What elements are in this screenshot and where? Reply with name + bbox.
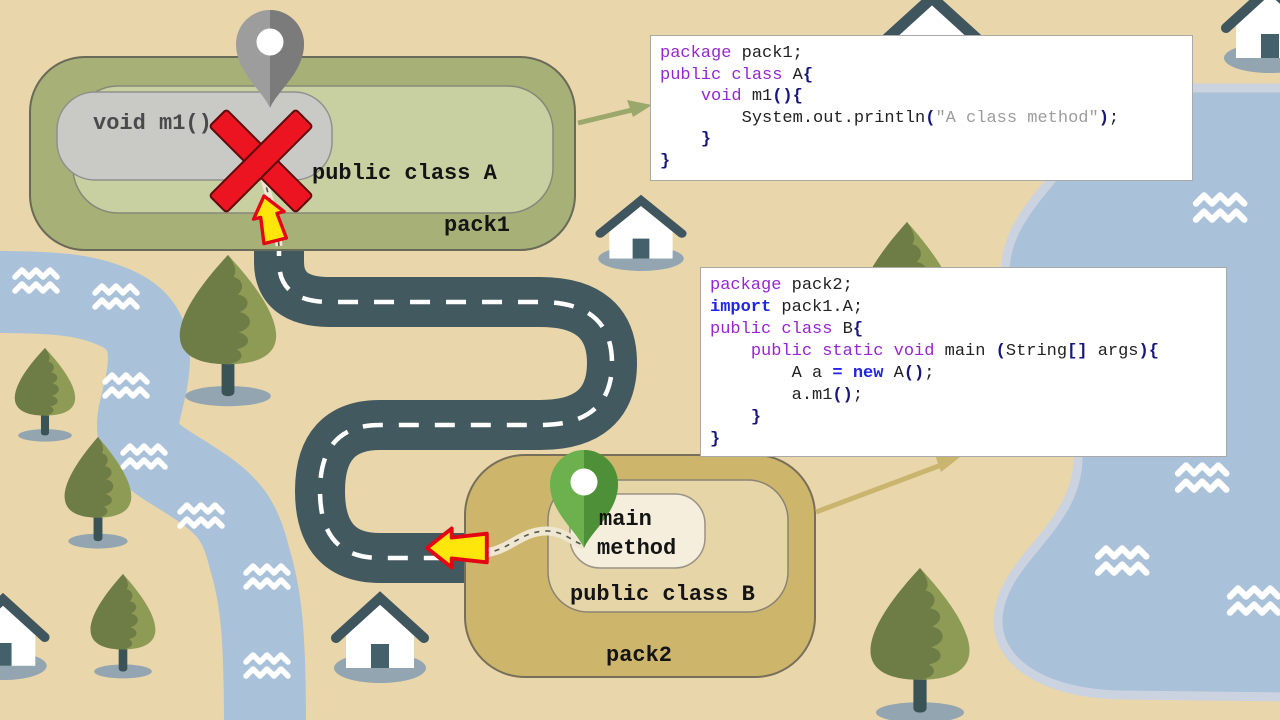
pack2-method-label-line1: main	[599, 507, 652, 532]
code-line: a.m1();	[710, 386, 864, 405]
pack1-source-code-box: package pack1; public class A{ void m1(){…	[650, 35, 1193, 181]
code-line: }	[700, 130, 712, 149]
pack2-source-code-box: package pack2; import pack1.A; public clas…	[700, 267, 1227, 457]
code-line: }	[710, 430, 721, 449]
code-line: A a = new A();	[710, 364, 935, 383]
code-line: }	[660, 151, 671, 171]
yellow-left-arrow-icon	[425, 526, 489, 570]
code-line: void m1(){	[700, 87, 803, 106]
code-line: System.out.println("A class method");	[660, 108, 1120, 128]
code-line: }	[750, 408, 762, 427]
pack2-trail	[460, 526, 586, 558]
code-line: public class B{	[710, 320, 864, 339]
road-center-line	[276, 236, 615, 561]
pack2-code-connector-arrow	[815, 455, 960, 515]
yellow-up-arrow-icon	[251, 194, 289, 246]
pack1-class-label: public class A	[312, 161, 497, 186]
gray-location-pin-icon	[236, 10, 304, 108]
green-location-pin-icon	[550, 450, 618, 548]
pack1-region	[29, 56, 576, 251]
pack1-method-label: void m1()	[93, 111, 212, 136]
code-line: package pack1;	[660, 44, 803, 63]
pack1-code-connector-arrow	[577, 100, 652, 126]
pack2-package-label: pack2	[606, 643, 673, 668]
code-line: public static void main (String[] args){	[750, 342, 1159, 361]
pack2-method-label-line2: method	[597, 536, 677, 561]
pack1-package-label: pack1	[444, 213, 511, 238]
code-line: package pack2;	[710, 276, 853, 295]
pack2-class-label: public class B	[570, 582, 755, 607]
code-line: import pack1.A;	[710, 298, 864, 317]
pack2-region	[464, 454, 816, 678]
code-line: public class A{	[660, 65, 814, 85]
red-x-mark-icon	[209, 109, 313, 213]
